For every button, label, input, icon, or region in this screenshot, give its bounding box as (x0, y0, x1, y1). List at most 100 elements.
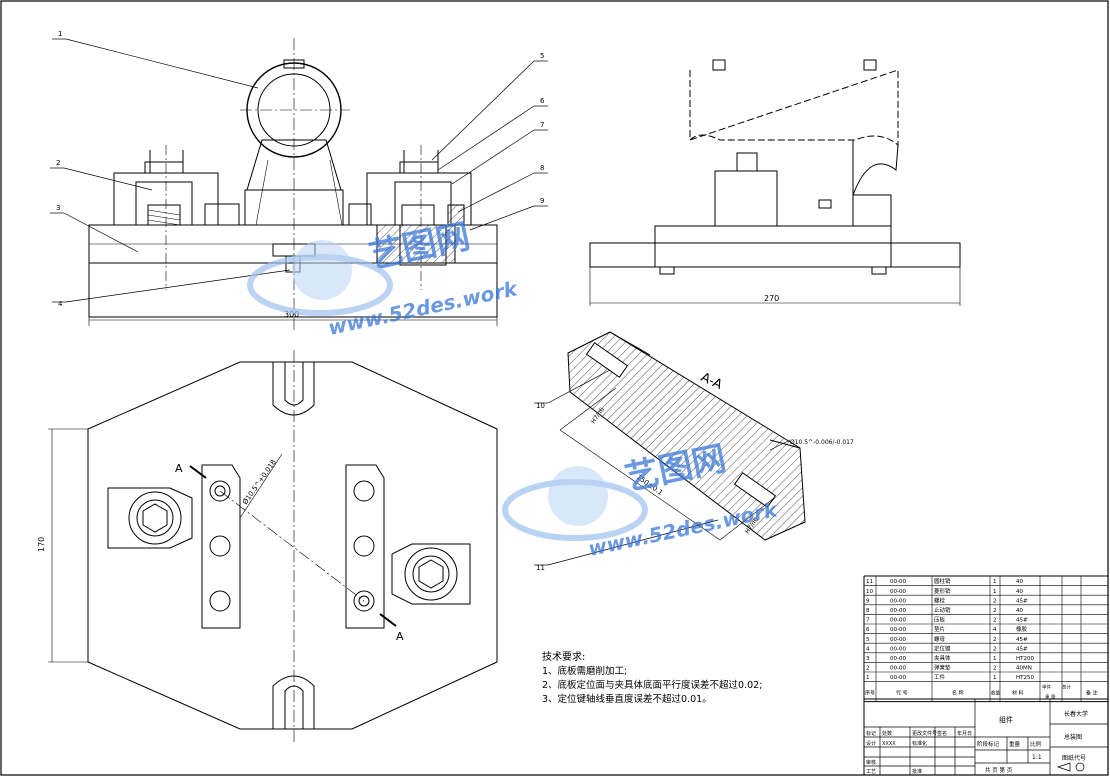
notes-line-1: 1、底板需磨削加工; (542, 665, 627, 677)
notes-line-3: 3、定位键轴线垂直度误差不超过0.01。 (542, 693, 712, 705)
bom-row-name: 垫片 (934, 625, 945, 633)
balloon-11: 11 (536, 564, 545, 572)
tb-mark: 标记 (866, 730, 876, 737)
bom-row-no: 8 (866, 608, 870, 614)
bom-row-code: 00-00 (890, 666, 906, 672)
bom-row-code: 00-00 (890, 646, 906, 652)
bom-row-name: 弹簧垫 (934, 664, 951, 672)
bom-row-name: 螺母 (934, 635, 946, 643)
bom-header-code: 代 号 (896, 690, 908, 697)
bom-row-name: 菱形销 (934, 587, 951, 595)
bom-row-qty: 2 (993, 618, 997, 624)
tb-change-doc: 更改文件号 (912, 730, 937, 737)
tb-std: 标准化 (912, 740, 927, 747)
bom-row-code: 00-00 (890, 589, 906, 595)
bom-row-no: 10 (866, 589, 873, 595)
tb-design-code: XXXX (882, 741, 896, 747)
plan-height-dim: 170 (37, 537, 46, 552)
balloon-10: 10 (536, 402, 545, 410)
bom-header-weight: 重 量 (1045, 694, 1056, 701)
bom-row-no: 1 (866, 675, 870, 681)
side-view (589, 59, 961, 306)
bom-row-no: 4 (866, 646, 870, 652)
bom-row-qty: 1 (993, 579, 997, 585)
bom-row-no: 7 (866, 618, 870, 624)
bom-row-mat: 45# (1016, 618, 1028, 624)
tb-sheets: 共 页 第 页 (985, 766, 1013, 774)
notes-line-2: 2、底板定位面与夹具体底面平行度误差不超过0.02; (542, 679, 762, 691)
tb-scale: 1:1 (1032, 754, 1042, 761)
bom-row-mat: 40 (1016, 579, 1023, 585)
bom-row-name: 止动销 (934, 606, 951, 614)
bom-row-no: 5 (866, 637, 870, 643)
tb-check: 审核 (866, 759, 876, 766)
section-mark-bottom: A (396, 630, 404, 643)
tb-drawing-code: 图纸代号 (1062, 754, 1086, 762)
balloon-labels: 1 2 3 4 5 6 7 8 9 10 11 (56, 30, 545, 572)
tb-count: 处数 (882, 730, 892, 737)
section-mark-top: A (175, 462, 183, 475)
balloon-5: 5 (540, 52, 544, 60)
bom-row-qty: 4 (993, 627, 997, 633)
bom-row-no: 3 (866, 656, 870, 662)
bom-header-single: 单件 (1042, 684, 1051, 691)
bom-row-mat: 橡胶 (1016, 625, 1028, 633)
bom-row-qty: 1 (993, 589, 997, 595)
tb-weight-label: 重量 (1009, 740, 1021, 748)
tb-stage-label: 阶段标记 (977, 740, 1000, 748)
bom-row-mat: 45# (1016, 646, 1028, 652)
bom-row-code: 00-00 (890, 618, 906, 624)
front-width-dim: 300 (284, 310, 299, 319)
bom-row-no: 9 (866, 598, 870, 604)
bom-row-name: 圆柱销 (934, 577, 951, 585)
balloon-3: 3 (56, 204, 60, 212)
balloon-7: 7 (540, 121, 544, 129)
front-view (88, 38, 498, 330)
technical-notes: 技术要求: 1、底板需磨削加工; 2、底板定位面与夹具体底面平行度误差不超过0.… (542, 650, 762, 705)
bom-row-mat: 40MN (1016, 666, 1032, 672)
watermark-1: 艺图网 www.52des.work (247, 216, 521, 340)
bom-row-name: 工件 (934, 673, 946, 681)
tb-university: 长春大学 (1064, 710, 1088, 718)
bom-header-total: 总计 (1062, 684, 1071, 691)
tb-drawing-title: 总装图 (1064, 733, 1082, 741)
tb-scale-label: 比例 (1030, 740, 1042, 748)
bom-header-qty: 数量 (991, 690, 1000, 697)
bom-row-mat: 45# (1016, 637, 1028, 643)
section-pin-dim: Ø10.5^-0.006/-0.017 (790, 439, 854, 446)
bom-row-code: 00-00 (890, 598, 906, 604)
bom-row-qty: 2 (993, 608, 997, 614)
bom-header-name: 名 称 (952, 690, 964, 697)
balloon-9: 9 (540, 197, 544, 205)
bom-header-no: 序号 (865, 690, 875, 697)
bom-row-qty: 2 (993, 637, 997, 643)
balloon-4: 4 (58, 300, 63, 308)
plan-bore-dim: Ø10.5^+0.018 (241, 458, 278, 506)
bom-row-no: 6 (866, 627, 870, 633)
bom-row-qty: 2 (993, 666, 997, 672)
bom-row-name: 夹具体 (934, 654, 951, 662)
tb-process: 工艺 (866, 769, 876, 775)
bom-row-code: 00-00 (890, 627, 906, 633)
tb-part-name: 组件 (999, 715, 1013, 724)
bom-row-code: 00-00 (890, 608, 906, 614)
bom-row-no: 2 (866, 666, 870, 672)
bom-row-qty: 1 (993, 675, 997, 681)
notes-heading: 技术要求: (542, 650, 585, 663)
bom-row-qty: 2 (993, 646, 997, 652)
balloon-1: 1 (58, 30, 62, 38)
title-block-text: 组件 长春大学 总装图 图纸代号 阶段标记 重量 比例 1:1 共 页 第 页 … (866, 710, 1088, 775)
bom-row-code: 00-00 (890, 675, 906, 681)
bom-row-mat: HT250 (1016, 675, 1034, 681)
title-block (863, 698, 1109, 776)
section-a-a (559, 331, 806, 541)
bom-row-mat: HT200 (1016, 656, 1034, 662)
bom-row-code: 00-00 (890, 637, 906, 643)
bom-row-name: 压板 (934, 616, 946, 624)
balloon-leaders (50, 38, 719, 566)
bom-row-qty: 1 (993, 656, 997, 662)
balloon-6: 6 (540, 97, 545, 105)
